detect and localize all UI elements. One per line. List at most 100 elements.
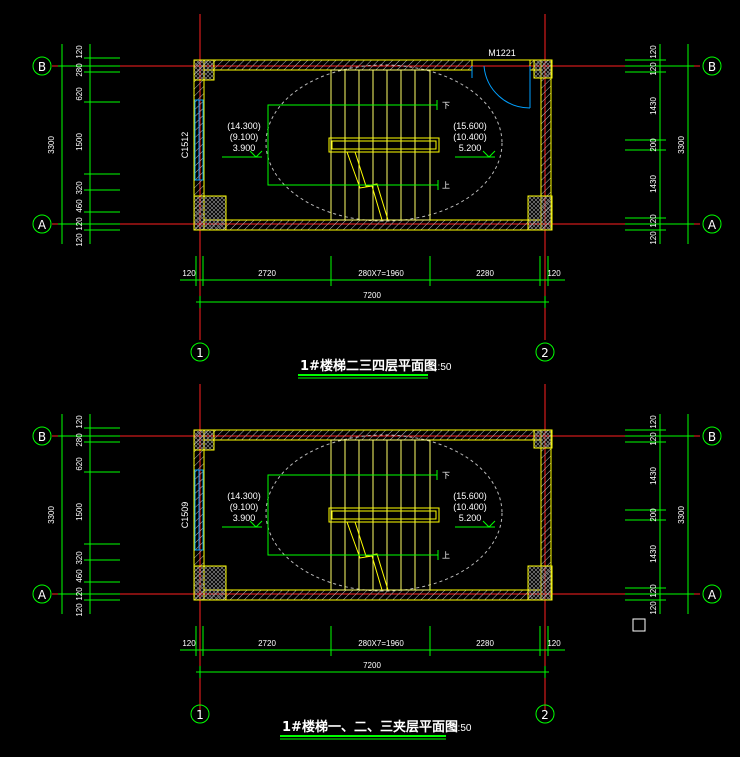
svg-text:120: 120 <box>649 231 658 245</box>
svg-text:3300: 3300 <box>47 136 56 154</box>
svg-text:(14.300): (14.300) <box>227 121 261 131</box>
axis-bubble-b-right: B <box>702 426 722 446</box>
svg-text:1: 1 <box>196 708 204 722</box>
door-swing <box>471 65 531 109</box>
plan-title: 1#楼梯二三四层平面图 1:50 <box>298 358 452 379</box>
dashed-ellipse <box>265 64 503 222</box>
levels-right: (15.600) (10.400) 5.200 <box>453 491 487 523</box>
svg-text:120: 120 <box>649 415 658 429</box>
arrow-up-label: 上 <box>442 181 450 190</box>
walls <box>193 429 553 601</box>
svg-text:1430: 1430 <box>649 545 658 563</box>
axis-bubble-b-left: B <box>32 56 52 76</box>
svg-text:460: 460 <box>75 199 84 213</box>
axis-bubble-a-left: A <box>32 584 52 604</box>
cursor-square[interactable] <box>632 618 646 632</box>
svg-text:120: 120 <box>182 269 196 278</box>
svg-text:120: 120 <box>75 217 84 231</box>
svg-text:3.900: 3.900 <box>233 143 256 153</box>
svg-text:1500: 1500 <box>75 133 84 151</box>
svg-text:120: 120 <box>547 639 561 648</box>
svg-text:120: 120 <box>75 415 84 429</box>
window-tag: C1512 <box>180 132 190 159</box>
svg-text:5.200: 5.200 <box>459 143 482 153</box>
door-tag: M1221 <box>488 48 516 58</box>
walk-path-lines <box>222 100 496 190</box>
svg-text:B: B <box>708 430 716 444</box>
walk-path-lines <box>222 470 496 560</box>
svg-text:320: 320 <box>75 181 84 195</box>
svg-text:1#楼梯二三四层平面图: 1#楼梯二三四层平面图 <box>300 358 437 374</box>
plan-lower-floors: B A B A 1 2 120 280 620 1500 320 460 <box>32 384 722 740</box>
svg-text:120: 120 <box>182 639 196 648</box>
dimension-lines-right <box>625 414 694 614</box>
dimension-lines-left <box>58 44 120 244</box>
svg-text:2720: 2720 <box>258 639 276 648</box>
window-left <box>194 469 204 551</box>
svg-text:1430: 1430 <box>649 467 658 485</box>
svg-text:2280: 2280 <box>476 639 494 648</box>
axis-bubble-1: 1 <box>190 342 210 362</box>
svg-text:120: 120 <box>649 432 658 446</box>
svg-text:280X7=1960: 280X7=1960 <box>358 639 404 648</box>
svg-text:(14.300): (14.300) <box>227 491 261 501</box>
axis-bubble-2: 2 <box>535 342 555 362</box>
svg-text:280: 280 <box>75 63 84 77</box>
plan-upper-floors: B A B A 1 2 120 280 620 1500 320 <box>32 14 722 379</box>
svg-text:1430: 1430 <box>649 175 658 193</box>
svg-text:A: A <box>708 218 717 232</box>
window-tag: C1509 <box>180 502 190 529</box>
svg-text:1#楼梯一、二、三夹层平面图: 1#楼梯一、二、三夹层平面图 <box>282 719 458 735</box>
svg-text:B: B <box>38 60 46 74</box>
svg-text:620: 620 <box>75 457 84 471</box>
svg-text:5.200: 5.200 <box>459 513 482 523</box>
svg-text:2: 2 <box>541 708 549 722</box>
axis-bubble-b-right: B <box>702 56 722 76</box>
svg-text:200: 200 <box>649 138 658 152</box>
axis-bubble-1: 1 <box>190 704 210 724</box>
dimension-lines-bottom <box>180 256 565 308</box>
svg-text:2720: 2720 <box>258 269 276 278</box>
dashed-ellipse <box>265 434 503 592</box>
svg-text:(10.400): (10.400) <box>453 502 487 512</box>
arrow-up-label: 上 <box>442 551 450 560</box>
svg-text:460: 460 <box>75 569 84 583</box>
svg-text:7200: 7200 <box>363 291 381 300</box>
svg-text:(15.600): (15.600) <box>453 491 487 501</box>
levels-right: (15.600) (10.400) 5.200 <box>453 121 487 153</box>
svg-text:280: 280 <box>75 433 84 447</box>
svg-text:A: A <box>38 218 47 232</box>
svg-text:120: 120 <box>649 601 658 615</box>
stair-treads <box>330 439 431 591</box>
svg-text:1: 1 <box>196 346 204 360</box>
svg-text:7200: 7200 <box>363 661 381 670</box>
svg-text:280X7=1960: 280X7=1960 <box>358 269 404 278</box>
dimension-lines-left <box>58 414 120 614</box>
plan-title: 1#楼梯一、二、三夹层平面图 1:50 <box>280 719 472 740</box>
svg-text:120: 120 <box>75 45 84 59</box>
right-dim-texts: 120 120 1430 200 1430 120 120 3300 <box>649 415 686 615</box>
arrow-down-label: 下 <box>442 471 450 480</box>
svg-text:320: 320 <box>75 551 84 565</box>
left-dim-texts: 120 280 620 1500 320 460 120 120 3300 <box>47 45 84 247</box>
svg-text:1:50: 1:50 <box>452 723 472 734</box>
dimension-lines-right <box>625 44 694 244</box>
axis-bubble-a-right: A <box>702 214 722 234</box>
svg-text:A: A <box>38 588 47 602</box>
svg-text:1:50: 1:50 <box>432 362 452 373</box>
svg-text:3300: 3300 <box>677 136 686 154</box>
svg-text:(9.100): (9.100) <box>230 132 259 142</box>
window-left <box>194 99 204 181</box>
svg-text:1500: 1500 <box>75 503 84 521</box>
bottom-dim-texts: 120 2720 280X7=1960 2280 120 7200 <box>182 269 561 300</box>
levels-left: (14.300) (9.100) 3.900 <box>227 121 261 153</box>
axis-bubble-a-right: A <box>702 584 722 604</box>
svg-text:A: A <box>708 588 717 602</box>
svg-text:120: 120 <box>75 603 84 617</box>
arrow-down-label: 下 <box>442 101 450 110</box>
svg-text:B: B <box>708 60 716 74</box>
svg-text:B: B <box>38 430 46 444</box>
right-dim-texts: 120 120 1430 200 1430 120 120 3300 <box>649 45 686 245</box>
svg-text:3300: 3300 <box>47 506 56 524</box>
